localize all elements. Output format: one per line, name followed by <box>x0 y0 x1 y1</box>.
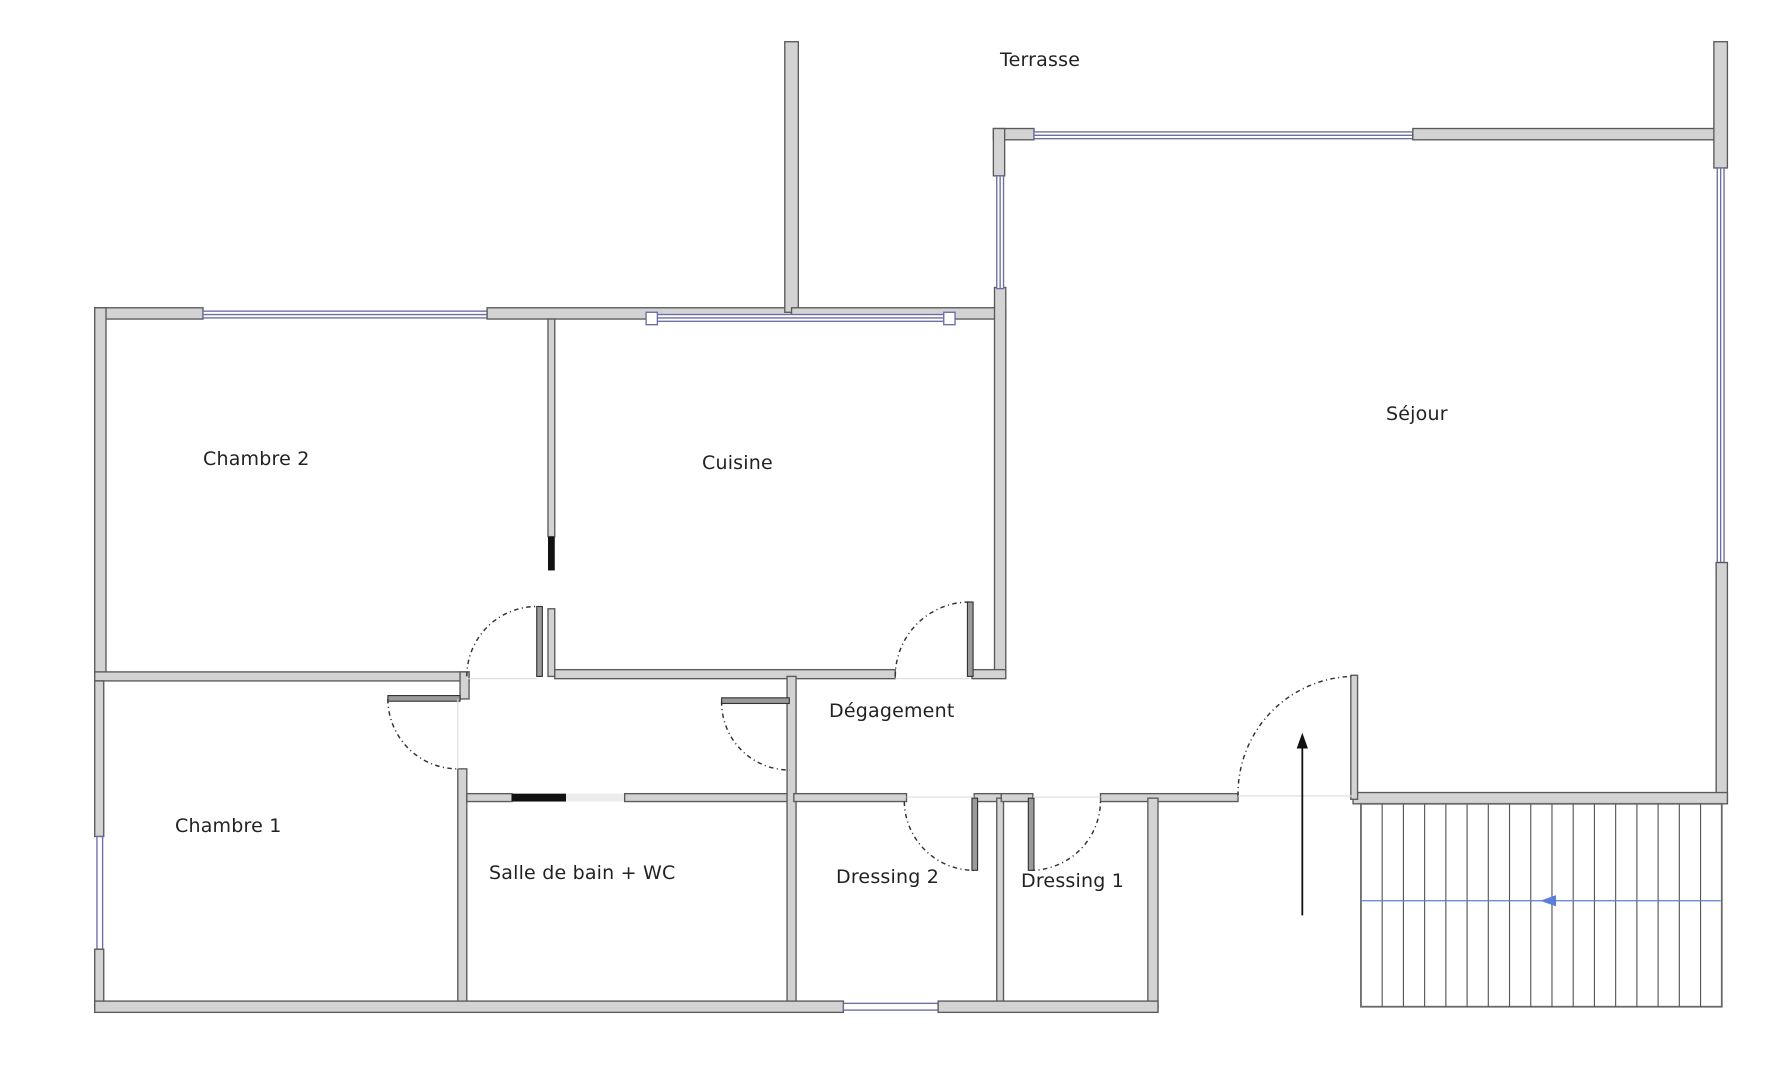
room-label-sejour: Séjour <box>1386 403 1448 425</box>
room-label-dressing-1: Dressing 1 <box>1021 870 1125 892</box>
entry-arrow-icon <box>1296 732 1308 916</box>
room-label-degagement: Dégagement <box>829 700 955 722</box>
stair-direction-arrow-icon <box>1540 895 1557 907</box>
room-label-chambre-2: Chambre 2 <box>203 448 310 470</box>
door-swings <box>387 601 1354 872</box>
chambre-2-walls <box>94 307 793 678</box>
sejour-walls <box>992 41 1729 805</box>
room-label-cuisine: Cuisine <box>702 452 773 474</box>
terrasse-wall-left <box>784 41 799 313</box>
chambre-1-walls <box>94 671 1239 1011</box>
room-label-dressing-2: Dressing 2 <box>836 866 940 888</box>
room-label-chambre-1: Chambre 1 <box>175 815 282 837</box>
cuisine-walls <box>554 286 1007 680</box>
room-label-salle-de-bain: Salle de bain + WC <box>489 862 676 884</box>
room-label-terrasse: Terrasse <box>1000 49 1081 71</box>
staircase <box>1360 802 1723 1008</box>
bottom-wall <box>94 1000 1159 1014</box>
